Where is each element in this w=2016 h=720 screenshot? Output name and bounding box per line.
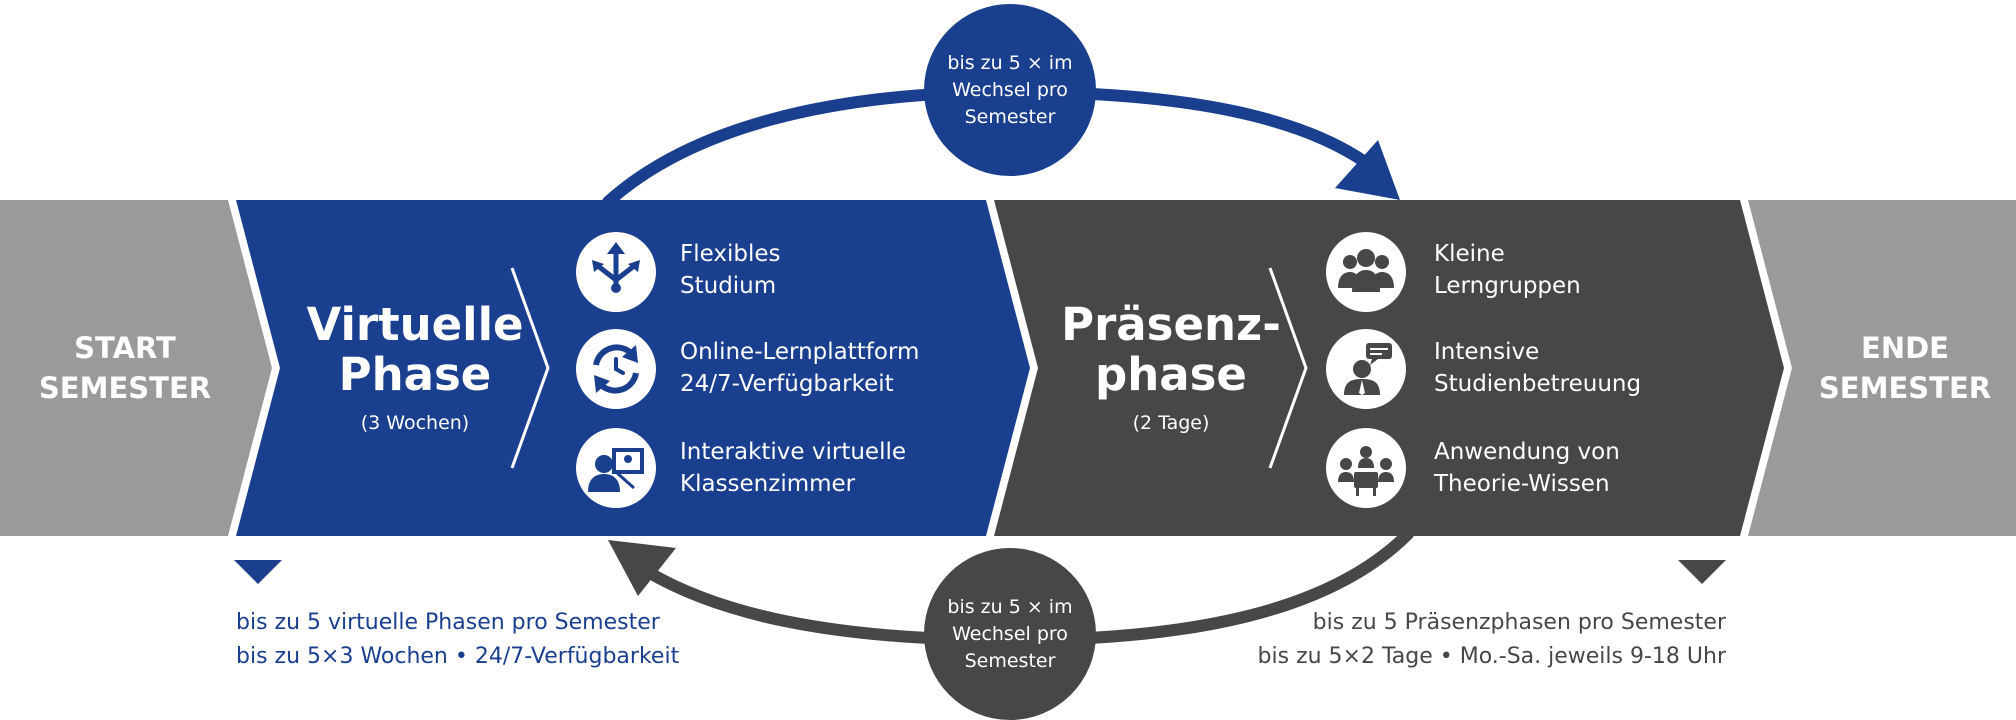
presence-note-1: bis zu 5 Präsenzphasen pro Semester <box>1312 610 1726 635</box>
presence-divider <box>1268 267 1308 469</box>
bubble-line: Semester <box>964 105 1056 128</box>
bottom-cycle-arrowhead <box>608 540 676 596</box>
feature-line: Klassenzimmer <box>680 471 856 497</box>
end-semester-label: ENDE SEMESTER <box>1800 328 2010 408</box>
virtual-feature-3: Interaktive virtuelle Klassenzimmer <box>680 436 1000 500</box>
presence-title-line1: Präsenz- <box>1061 298 1281 351</box>
end-line1: ENDE <box>1861 331 1949 365</box>
feature-line: Lerngruppen <box>1434 273 1581 299</box>
top-cycle-bubble: bis zu 5 × im Wechsel pro Semester <box>924 4 1096 176</box>
bottom-cycle-bubble: bis zu 5 × im Wechsel pro Semester <box>924 548 1096 720</box>
bubble-line: bis zu 5 × im <box>947 51 1073 74</box>
end-semester-bar <box>1748 200 2016 536</box>
virtual-title-line1: Virtuelle <box>306 298 524 351</box>
bubble-line: Wechsel pro <box>952 622 1068 645</box>
feature-line: Flexibles <box>680 241 781 267</box>
virtual-phase-title: Virtuelle Phase (3 Wochen) <box>300 298 530 435</box>
virtual-down-marker <box>234 560 282 584</box>
arrows-branch-icon <box>576 232 656 312</box>
top-cycle-arrowhead <box>1335 140 1400 200</box>
feature-line: Studium <box>680 273 777 299</box>
virtual-notes: bis zu 5 virtuelle Phasen pro Semester b… <box>236 606 796 674</box>
bubble-line: Wechsel pro <box>952 78 1068 101</box>
start-line2: SEMESTER <box>38 371 212 405</box>
presence-feature-2: Intensive Studienbetreuung <box>1434 336 1734 400</box>
bubble-line: Semester <box>964 649 1056 672</box>
feature-line: Kleine <box>1434 241 1505 267</box>
presence-note-2: bis zu 5×2 Tage • Mo.-Sa. jeweils 9-18 U… <box>1257 644 1726 669</box>
presence-duration: (2 Tage) <box>1132 412 1210 434</box>
virtual-note-2: bis zu 5×3 Wochen • 24/7-Verfügbarkeit <box>236 644 680 669</box>
feature-line: 24/7-Verfügbarkeit <box>680 371 894 397</box>
start-semester-label: START SEMESTER <box>20 328 230 408</box>
virtual-duration: (3 Wochen) <box>360 412 470 434</box>
start-line1: START <box>74 331 176 365</box>
virtual-divider <box>510 267 550 469</box>
feature-line: Online-Lernplattform <box>680 339 920 365</box>
group-icon <box>1326 232 1406 312</box>
virtual-title-line2: Phase <box>338 348 492 401</box>
presence-notes: bis zu 5 Präsenzphasen pro Semester bis … <box>1140 606 1726 674</box>
mentor-icon <box>1326 329 1406 409</box>
end-line2: SEMESTER <box>1818 371 1992 405</box>
meeting-icon <box>1326 428 1406 508</box>
feature-line: Intensive <box>1434 339 1540 365</box>
virtual-feature-1: Flexibles Studium <box>680 238 1000 302</box>
presence-feature-1: Kleine Lerngruppen <box>1434 238 1734 302</box>
feature-line: Interaktive virtuelle <box>680 439 907 465</box>
refresh-clock-icon <box>576 329 656 409</box>
feature-line: Theorie-Wissen <box>1434 471 1610 497</box>
presence-title-line2: phase <box>1095 348 1247 401</box>
presence-feature-3: Anwendung von Theorie-Wissen <box>1434 436 1734 500</box>
start-semester-bar <box>0 200 272 536</box>
virtual-classroom-icon <box>576 428 656 508</box>
presence-down-marker <box>1678 560 1726 584</box>
bubble-line: bis zu 5 × im <box>947 595 1073 618</box>
feature-line: Studienbetreuung <box>1434 371 1642 397</box>
virtual-note-1: bis zu 5 virtuelle Phasen pro Semester <box>236 610 660 635</box>
virtual-feature-2: Online-Lernplattform 24/7-Verfügbarkeit <box>680 336 1000 400</box>
feature-line: Anwendung von <box>1434 439 1620 465</box>
presence-phase-title: Präsenz- phase (2 Tage) <box>1056 298 1286 435</box>
